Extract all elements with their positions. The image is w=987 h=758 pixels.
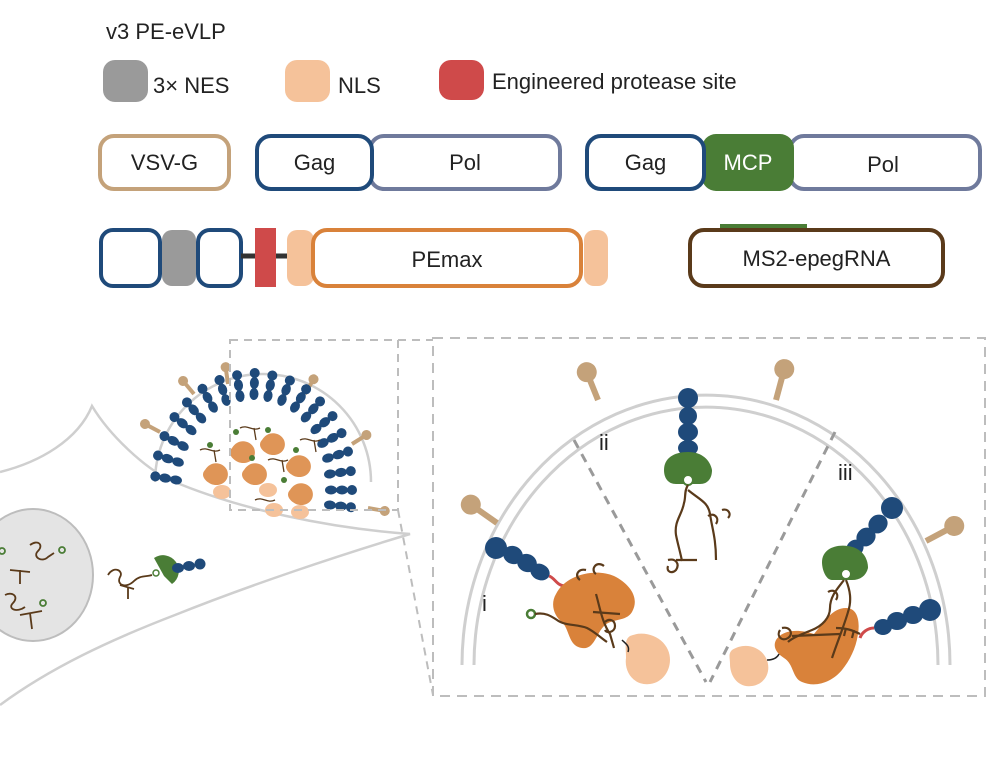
panel-ii-label: ii <box>599 430 609 455</box>
nls-segment-c <box>584 230 608 286</box>
zoom-source-box <box>229 339 399 511</box>
nls-legend-swatch <box>285 60 330 102</box>
ms2-epegrna-box <box>688 228 945 288</box>
pol-a-label: Pol <box>449 150 481 175</box>
panel-iii-label: iii <box>838 460 853 485</box>
zoom-connector-bottom <box>397 509 434 696</box>
nes-legend-swatch <box>103 60 148 102</box>
nucleus-rna-cargo <box>0 541 66 630</box>
pemax-box <box>311 228 583 288</box>
sector-divider-left <box>572 439 708 683</box>
gag-fragment-2 <box>196 228 243 288</box>
sector-divider-right <box>708 431 837 683</box>
protease-legend-swatch <box>439 60 484 100</box>
panel-i-epegrna <box>525 563 621 649</box>
nes-segment <box>162 230 196 286</box>
gag-b-label: Gag <box>625 150 667 175</box>
cytoplasm-rnp-complex <box>107 555 206 599</box>
cell-membrane-outline <box>0 403 411 707</box>
panel-ii-gag-mcp-fusion <box>664 388 712 486</box>
gag-fragment-1 <box>99 228 162 288</box>
gag-a-box <box>255 134 374 191</box>
panel-iii-gag-mcp-fusion <box>822 497 903 580</box>
ms2-epegrna-label: MS2-epegRNA <box>743 246 891 271</box>
gag-a-label: Gag <box>294 150 336 175</box>
nls-segment-n <box>287 230 314 286</box>
panel-iii-epegrna <box>777 579 861 659</box>
vsvg-label: VSV-G <box>131 150 198 175</box>
protease-site-segment <box>255 228 276 287</box>
zoom-vsvg-spikes <box>460 359 965 544</box>
zoom-panel-frame <box>432 337 986 697</box>
pol-b-label: Pol <box>867 152 899 177</box>
mcp-box <box>702 134 794 191</box>
mcp-label: MCP <box>724 150 773 175</box>
figure-title: v3 PE-eVLP <box>106 19 226 44</box>
protease-legend-label: Engineered protease site <box>492 69 737 94</box>
nes-legend-label: 3× NES <box>153 73 229 98</box>
panel-iii-gag-pe-fusion <box>729 599 941 687</box>
vsvg-construct <box>98 134 231 191</box>
zoom-envelope-outer <box>460 393 952 666</box>
panel-ii-epegrna <box>666 484 731 574</box>
panel-i-label: i <box>482 591 487 616</box>
gag-b-box <box>585 134 706 191</box>
vlp-pe-cargo <box>199 426 321 519</box>
panel-i-gag-pe-fusion <box>485 537 670 685</box>
nucleus <box>0 508 94 642</box>
budding-vlp <box>138 359 393 519</box>
nls-legend-label: NLS <box>338 73 381 98</box>
pemax-label: PEmax <box>412 247 483 272</box>
